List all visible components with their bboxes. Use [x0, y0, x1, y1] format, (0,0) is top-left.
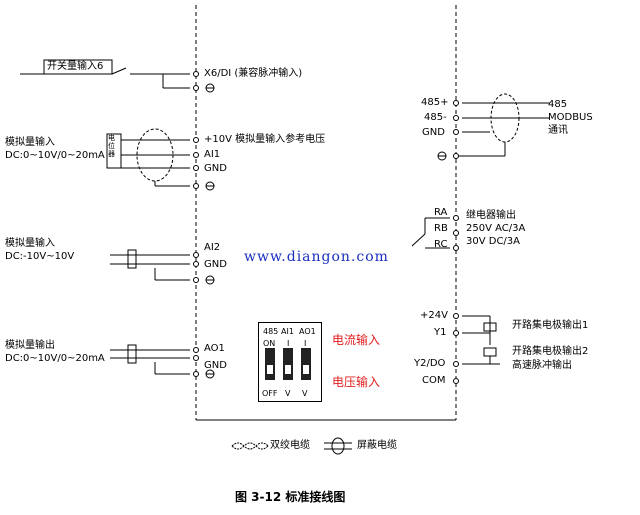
- legend-shielded-cable: 屏蔽电缆: [357, 440, 397, 451]
- dip-switch-ai1[interactable]: [283, 348, 293, 380]
- dip-switch-485[interactable]: [265, 348, 275, 380]
- terminal-gnd-1: GND: [204, 163, 227, 174]
- analog-input-1-range: DC:0~10V/0~20mA: [5, 150, 105, 161]
- terminal-com: COM: [422, 375, 446, 386]
- terminal-gnd-485: GND: [422, 127, 445, 138]
- terminal-x6: X6/DI (兼容脉冲输入): [204, 68, 303, 79]
- dip-ai1-current-mark: I: [287, 339, 290, 348]
- terminal-485-plus: 485+: [421, 97, 449, 108]
- high-speed-pulse-label: 高速脉冲输出: [512, 360, 572, 371]
- terminal-ao1: AO1: [204, 343, 225, 354]
- open-collector-1-label: 开路集电极输出1: [512, 320, 589, 331]
- analog-input-2-range: DC:-10V~10V: [5, 251, 75, 262]
- analog-output-title: 模拟量输出: [5, 340, 55, 351]
- dip-header-ao1: AO1: [299, 327, 316, 336]
- analog-output-range: DC:0~10V/0~20mA: [5, 353, 105, 364]
- watermark-url: www.diangon.com: [244, 249, 389, 265]
- current-input-annotation: 电流输入: [332, 333, 381, 347]
- dip-header-ai1: AI1: [281, 327, 294, 336]
- terminal-485-minus: 485-: [424, 112, 447, 123]
- terminal-gnd-3: GND: [204, 360, 227, 371]
- relay-dc-rating: 30V DC/3A: [466, 236, 520, 247]
- relay-ac-rating: 250V AC/3A: [466, 223, 526, 234]
- dip-header-485: 485: [263, 327, 279, 336]
- voltage-input-annotation: 电压输入: [332, 375, 381, 389]
- terminal-y2do: Y2/DO: [414, 358, 446, 369]
- terminal-ref10v: +10V 模拟量输入参考电压: [204, 134, 326, 145]
- terminal-rc: RC: [434, 239, 448, 250]
- dip-off-label: OFF: [262, 389, 278, 398]
- dip-ai1-voltage-mark: V: [285, 389, 291, 398]
- dip-switch-panel: 485 AI1 AO1 ON I I OFF V V: [258, 322, 322, 402]
- analog-input-1-title: 模拟量输入: [5, 137, 55, 148]
- open-collector-2-label: 开路集电极输出2: [512, 346, 589, 357]
- dip-ao1-current-mark: I: [304, 339, 307, 348]
- dip-on-label: ON: [263, 339, 276, 348]
- dip-switch-ao1[interactable]: [301, 348, 311, 380]
- modbus-label-485: 485: [548, 99, 568, 110]
- potentiometer-label: 电位器: [108, 134, 115, 158]
- terminal-y1: Y1: [434, 327, 447, 338]
- modbus-comm-label: 通讯: [548, 125, 568, 136]
- terminal-ai2: AI2: [204, 242, 221, 253]
- relay-output-label: 继电器输出: [466, 210, 516, 221]
- dip-ao1-voltage-mark: V: [302, 389, 308, 398]
- terminal-gnd-2: GND: [204, 259, 227, 270]
- analog-input-2-title: 模拟量输入: [5, 238, 55, 249]
- legend-twisted-cable: 双绞电缆: [270, 440, 310, 451]
- terminal-ra: RA: [434, 207, 448, 218]
- terminal-24v: +24V: [420, 310, 448, 321]
- terminal-rb: RB: [434, 223, 448, 234]
- terminal-ai1: AI1: [204, 149, 221, 160]
- figure-caption: 图 3-12 标准接线图: [235, 490, 346, 504]
- switch-input-6-label: 开关量输入6: [47, 61, 104, 72]
- modbus-label: MODBUS: [548, 112, 593, 123]
